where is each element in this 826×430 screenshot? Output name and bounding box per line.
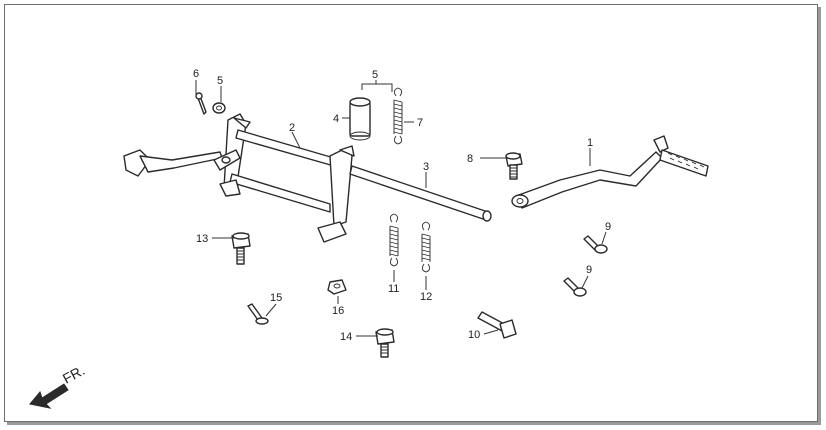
bolt-part — [505, 152, 523, 180]
kick-lever-part — [511, 135, 709, 209]
front-arrow-icon — [29, 383, 69, 409]
callout-labels: 1 2 3 4 5 6 5 7 8 9 9 10 11 12 13 14 15 … — [193, 68, 611, 343]
callout-13: 13 — [196, 233, 208, 245]
small-bolt-part — [247, 303, 269, 325]
bolt-part — [231, 232, 251, 265]
callout-15: 15 — [270, 292, 282, 304]
collar-part — [349, 97, 371, 141]
callout-10: 10 — [468, 329, 480, 341]
small-bolt-part — [583, 235, 608, 254]
callout-1: 1 — [587, 137, 593, 149]
callout-4: 4 — [333, 113, 339, 125]
callout-14: 14 — [340, 331, 352, 343]
return-spring-part — [393, 87, 403, 145]
callout-3: 3 — [423, 161, 429, 173]
callout-5-washer: 5 — [217, 75, 223, 87]
nut-part — [327, 279, 347, 295]
spring-part — [389, 213, 399, 267]
callout-6: 6 — [193, 68, 199, 80]
main-stand-part — [123, 113, 355, 243]
callout-8: 8 — [467, 153, 473, 165]
pin-part — [477, 311, 517, 339]
front-label: FR. — [60, 362, 87, 387]
leader-lines — [195, 80, 607, 337]
callout-9-lower: 9 — [586, 264, 592, 276]
callout-11: 11 — [388, 283, 399, 295]
callout-5: 5 — [372, 69, 378, 81]
small-bolt-part — [563, 277, 587, 297]
front-direction-indicator: FR. — [29, 362, 87, 409]
cotter-pin-part — [195, 92, 207, 115]
callout-12: 12 — [420, 291, 432, 303]
callout-16: 16 — [332, 305, 344, 317]
callout-2: 2 — [289, 122, 295, 134]
callout-9-upper: 9 — [605, 221, 611, 233]
spring-part — [421, 221, 431, 273]
diagram-frame — [4, 4, 818, 422]
washer-part — [212, 102, 226, 114]
pivot-rod-part — [349, 165, 492, 222]
bolt-part — [375, 328, 395, 358]
callout-7: 7 — [417, 117, 423, 129]
